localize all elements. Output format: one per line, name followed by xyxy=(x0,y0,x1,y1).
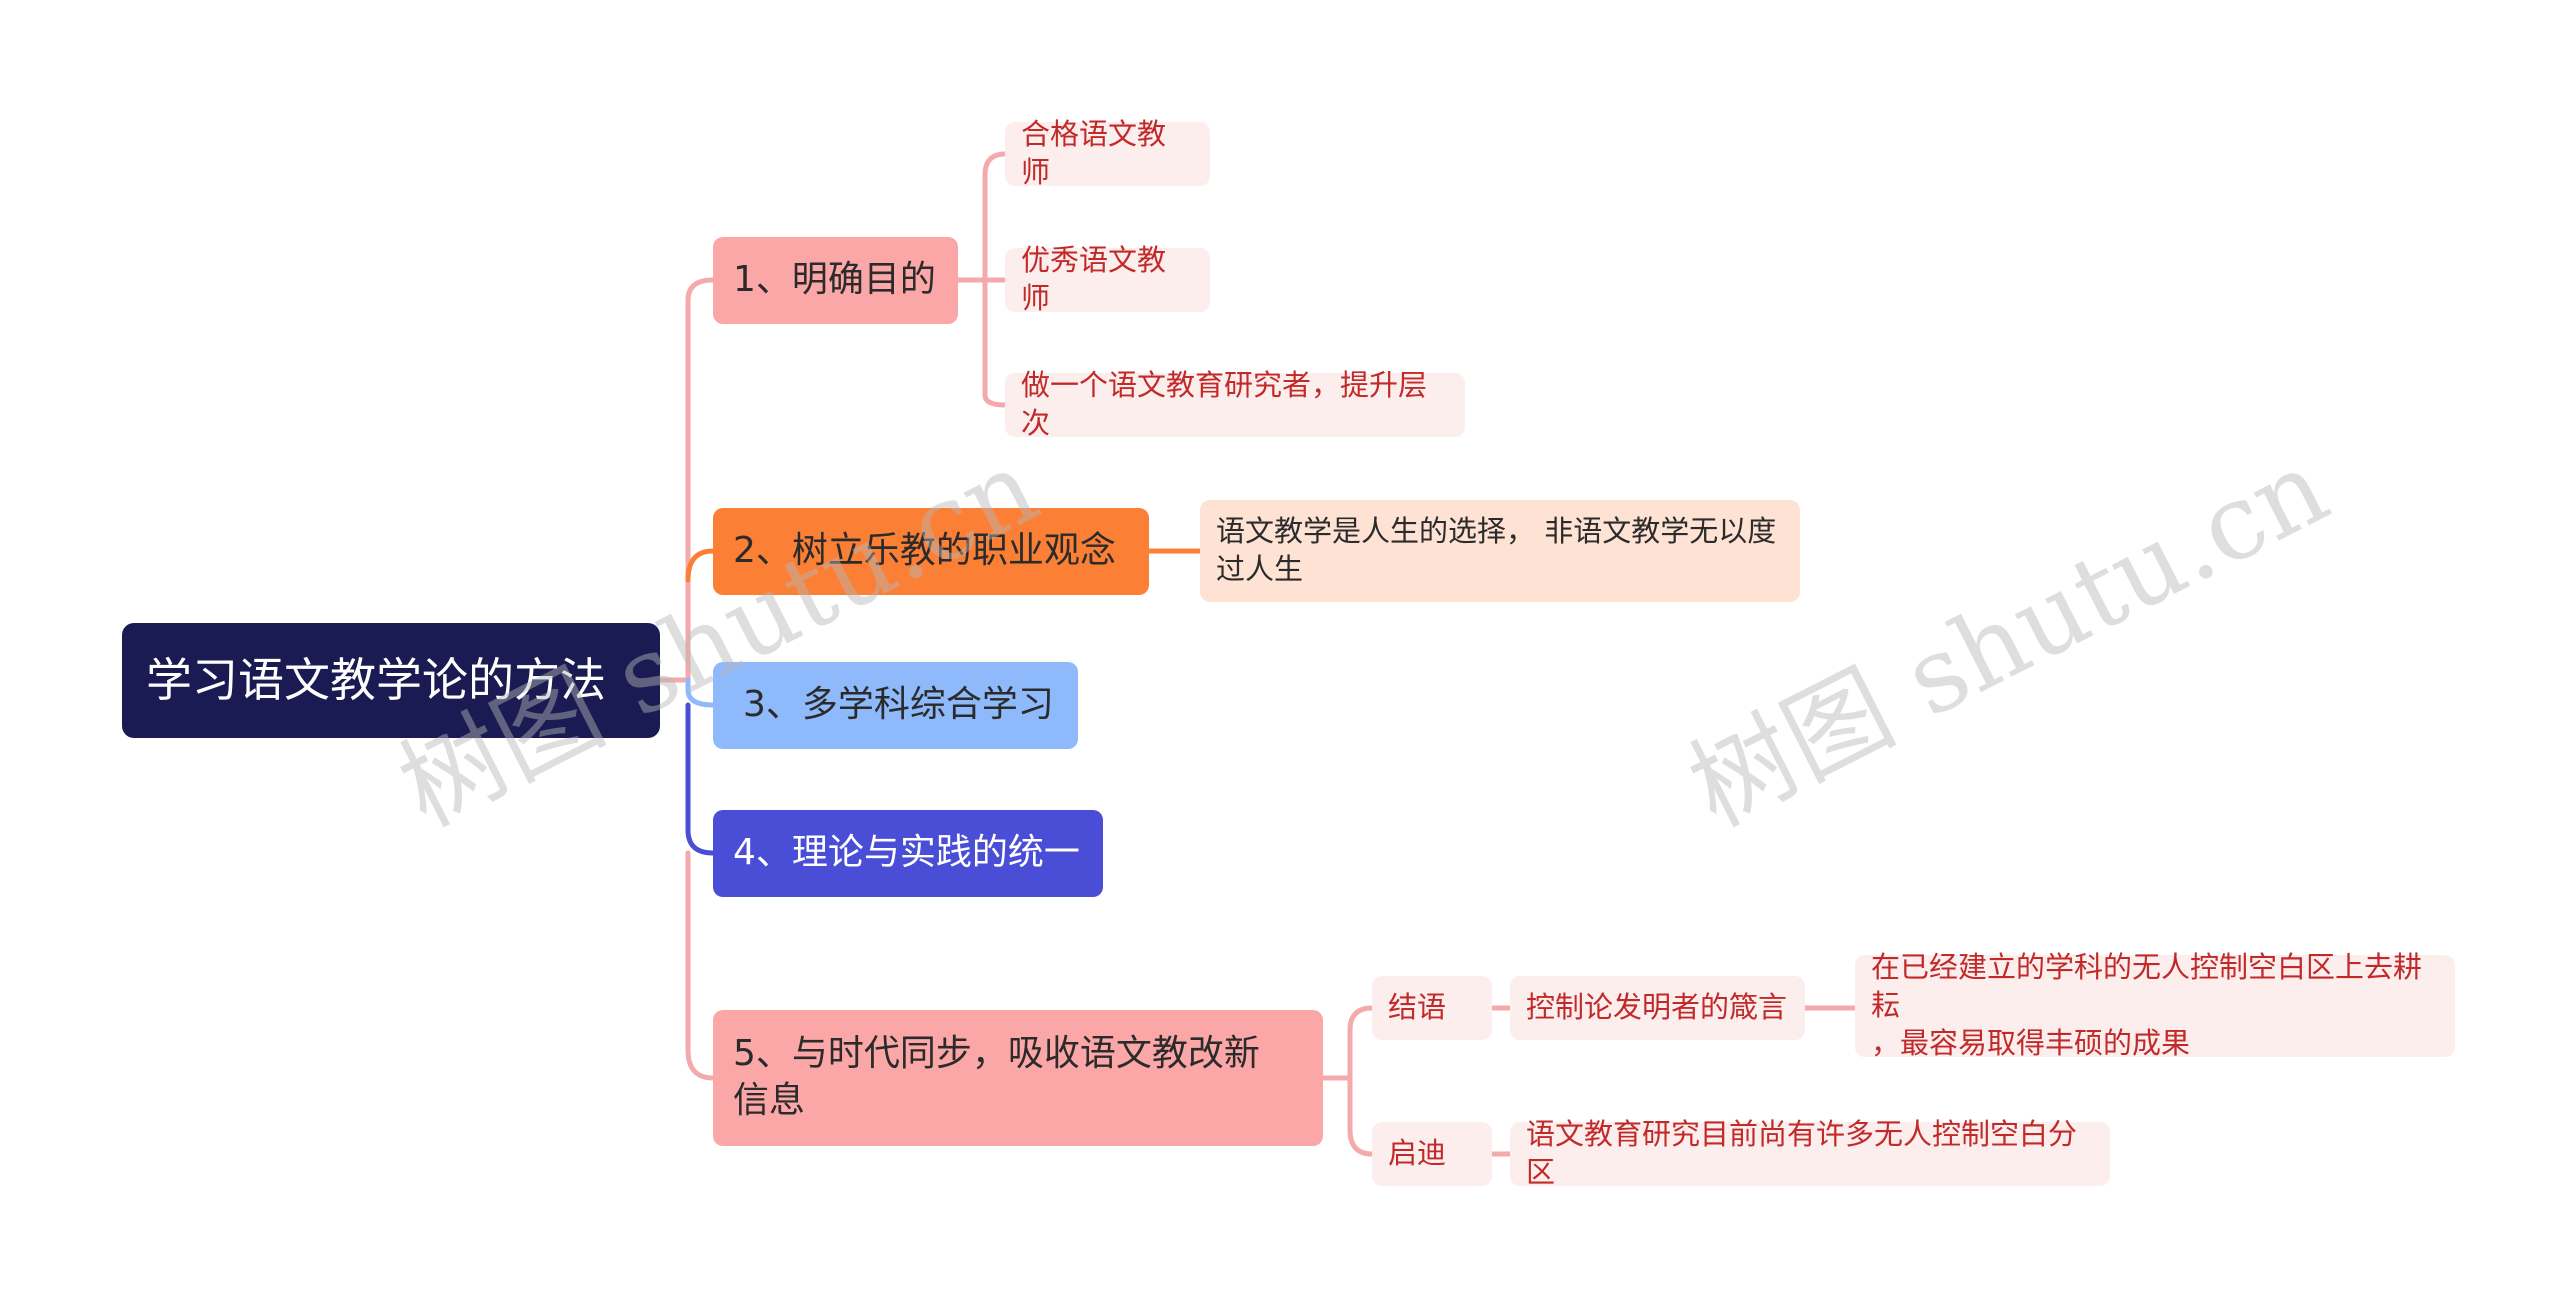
edge-root-b1 xyxy=(657,277,716,683)
branch-node-2[interactable]: 2、树立乐教的职业观念 xyxy=(713,508,1149,595)
root-label: 学习语文教学论的方法 xyxy=(146,652,606,707)
root-node[interactable]: 学习语文教学论的方法 xyxy=(122,623,660,738)
subnode-motto[interactable]: 控制论发明者的箴言 xyxy=(1510,976,1805,1040)
subnode-life-choice[interactable]: 语文教学是人生的选择， 非语文教学无以度 过人生 xyxy=(1200,500,1800,602)
subnode-label: 合格语文教师 xyxy=(1021,117,1167,189)
edge-b1-c xyxy=(955,151,1008,408)
subnode-researcher[interactable]: 做一个语文教育研究者，提升层次 xyxy=(1005,368,1465,440)
branch-node-3[interactable]: 3、多学科综合学习 xyxy=(713,662,1078,749)
subnode-research-gap[interactable]: 语文教育研究目前尚有许多无人控制空白分区 xyxy=(1510,1117,2110,1189)
subnode-motto-detail[interactable]: 在已经建立的学科的无人控制空白区上去耕耘 ，最容易取得丰硕的成果 xyxy=(1855,950,2455,1060)
edge-root-b5 xyxy=(685,850,716,1081)
subnode-label: 语文教育研究目前尚有许多无人控制空白分区 xyxy=(1526,1117,2078,1189)
edge-b5-c xyxy=(1320,1005,1375,1157)
subnode-label: 启迪 xyxy=(1388,1136,1447,1171)
edge-root-b3 xyxy=(685,677,716,708)
subnode-excellent-teacher[interactable]: 优秀语文教师 xyxy=(1005,243,1210,315)
subnode-label-line2: 过人生 xyxy=(1216,552,1304,586)
branch-label-line1: 5、与时代同步，吸收语文教改新 xyxy=(733,1033,1260,1075)
branch-label: 4、理论与实践的统一 xyxy=(733,832,1080,874)
subnode-label: 控制论发明者的箴言 xyxy=(1526,990,1788,1025)
branch-label: 3、多学科综合学习 xyxy=(743,684,1054,726)
subnode-conclusion[interactable]: 结语 xyxy=(1372,976,1492,1040)
branch-node-5[interactable]: 5、与时代同步，吸收语文教改新 信息 xyxy=(713,1010,1323,1146)
branch-node-1[interactable]: 1、明确目的 xyxy=(713,237,958,324)
subnode-label: 做一个语文教育研究者，提升层次 xyxy=(1021,368,1428,440)
branch-node-4[interactable]: 4、理论与实践的统一 xyxy=(713,810,1103,897)
branch-label-line2: 信息 xyxy=(733,1080,806,1121)
subnode-qualified-teacher[interactable]: 合格语文教师 xyxy=(1005,117,1210,189)
edge-root-b2 xyxy=(685,548,716,583)
subnode-label: 结语 xyxy=(1388,990,1447,1025)
subnode-label-line1: 在已经建立的学科的无人控制空白区上去耕耘 xyxy=(1871,950,2423,1023)
subnode-label-line2: ，最容易取得丰硕的成果 xyxy=(1871,1025,2191,1060)
subnode-label: 优秀语文教师 xyxy=(1021,243,1167,315)
subnode-label-line1: 语文教学是人生的选择， 非语文教学无以度 xyxy=(1216,514,1777,549)
subnode-inspiration[interactable]: 启迪 xyxy=(1372,1122,1492,1186)
branch-label: 2、树立乐教的职业观念 xyxy=(733,530,1116,572)
branch-label: 1、明确目的 xyxy=(733,259,936,301)
edge-root-b4 xyxy=(685,702,716,856)
